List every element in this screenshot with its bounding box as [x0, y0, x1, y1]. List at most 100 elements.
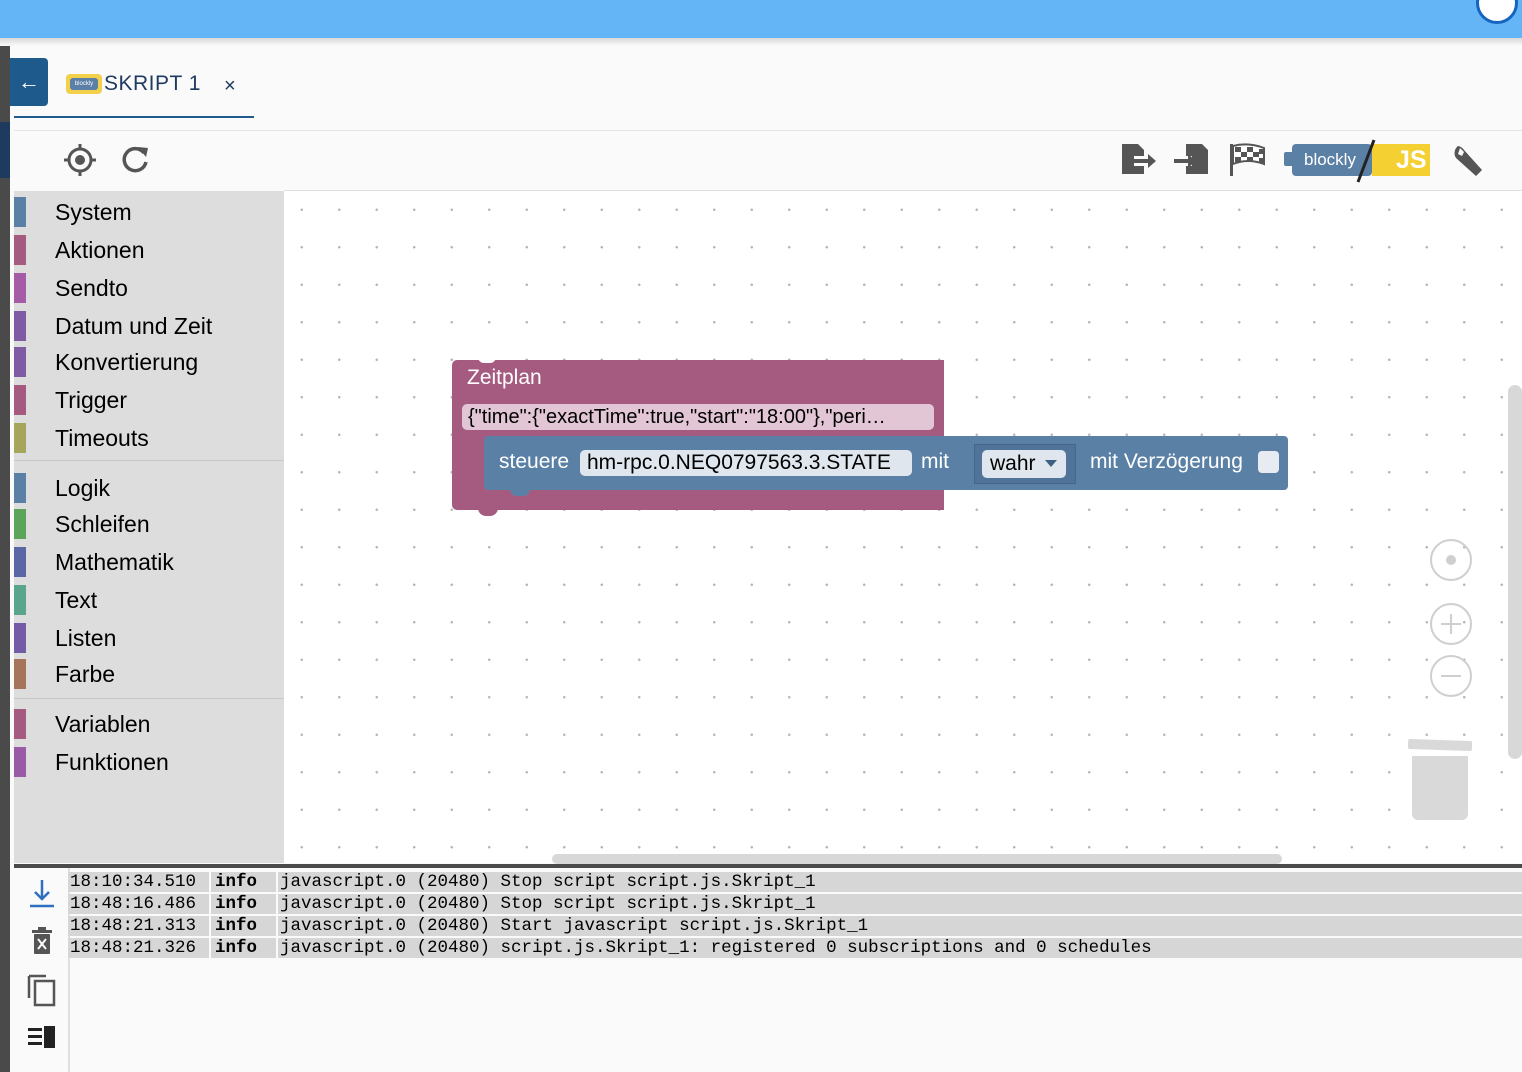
export-icon[interactable]	[1118, 140, 1158, 180]
tab-row-border	[14, 130, 1522, 131]
delay-label: mit Verzögerung	[1090, 450, 1243, 473]
arrow-left-icon: ←	[18, 69, 40, 94]
state-id-field[interactable]: hm-rpc.0.NEQ0797563.3.STATE	[580, 450, 912, 476]
blockly-toggle-bg	[1292, 144, 1372, 176]
zoom-in-vbar	[1450, 614, 1452, 634]
blockly-logo-text: blockly	[70, 78, 98, 90]
log-time: 18:10:34.510	[68, 872, 209, 892]
category-color-swatch	[14, 547, 26, 577]
category-label: Mathematik	[55, 549, 174, 575]
recenter-icon-dot	[1446, 555, 1456, 565]
delay-checkbox[interactable]	[1258, 451, 1279, 473]
palette-category-aktionen[interactable]: Aktionen	[14, 231, 284, 269]
category-label: Schleifen	[55, 511, 150, 537]
back-button[interactable]: ←	[10, 58, 48, 106]
palette-separator	[14, 460, 284, 461]
palette-category-mathematik[interactable]: Mathematik	[14, 543, 284, 581]
download-icon[interactable]	[28, 878, 56, 912]
category-color-swatch	[14, 709, 26, 739]
category-label: Trigger	[55, 387, 127, 413]
category-label: Aktionen	[55, 237, 145, 263]
wrench-icon[interactable]	[1450, 142, 1486, 178]
copy-icon[interactable]	[26, 972, 58, 1008]
import-icon[interactable]	[1172, 140, 1212, 180]
log-severity: info	[211, 938, 276, 958]
palette-category-variablen[interactable]: Variablen	[14, 705, 284, 743]
category-color-swatch	[14, 659, 26, 689]
category-label: Variablen	[55, 711, 151, 737]
category-color-swatch	[14, 473, 26, 503]
log-severity: info	[211, 894, 276, 914]
checkered-flag-icon[interactable]	[1226, 140, 1268, 180]
log-message: javascript.0 (20480) Stop script script.…	[278, 872, 1522, 892]
log-severity: info	[211, 872, 276, 892]
palette-category-funktionen[interactable]: Funktionen	[14, 743, 284, 781]
zeitplan-schedule-field[interactable]: {"time":{"exactTime":true,"start":"18:00…	[462, 404, 934, 430]
category-label: System	[55, 199, 132, 225]
blockly-toggle-tab	[1284, 152, 1294, 166]
workspace-horizontal-scrollbar[interactable]	[552, 854, 1282, 864]
zoom-in-icon[interactable]	[1430, 603, 1472, 645]
category-label: Sendto	[55, 275, 128, 301]
steuere-mit-label: mit	[921, 450, 949, 473]
zeitplan-block-bottom-tab	[478, 504, 498, 516]
category-color-swatch	[14, 623, 26, 653]
log-time: 18:48:21.313	[68, 916, 209, 936]
category-color-swatch	[14, 747, 26, 777]
top-bar-shadow	[0, 38, 1522, 46]
palette-category-datum-und-zeit[interactable]: Datum und Zeit	[14, 307, 284, 345]
blockly-workspace[interactable]	[284, 191, 1522, 863]
category-label: Farbe	[55, 661, 116, 687]
zoom-out-icon[interactable]	[1430, 655, 1472, 697]
palette-category-logik[interactable]: Logik	[14, 469, 284, 507]
palette-category-system[interactable]: System	[14, 193, 284, 231]
tab-title[interactable]: SKRIPT 1	[104, 72, 201, 95]
blockly-js-toggle[interactable]: blockly JS	[1284, 139, 1430, 183]
boolean-dropdown-value: wahr	[990, 452, 1036, 475]
tab-close-button[interactable]: ×	[224, 75, 236, 97]
dropdown-arrow-icon	[1045, 460, 1057, 467]
log-message: javascript.0 (20480) Stop script script.…	[278, 894, 1522, 914]
category-color-swatch	[14, 347, 26, 377]
category-label: Listen	[55, 625, 117, 651]
trash-icon[interactable]	[30, 926, 54, 956]
workspace-vertical-scrollbar[interactable]	[1508, 385, 1522, 759]
category-color-swatch	[14, 423, 26, 453]
app-top-bar	[0, 0, 1522, 38]
category-label: Timeouts	[55, 425, 149, 451]
block-palette	[14, 191, 284, 863]
trash-can-icon[interactable]	[1412, 756, 1468, 820]
category-color-swatch	[14, 585, 26, 615]
list-icon[interactable]	[26, 1024, 58, 1052]
palette-category-trigger[interactable]: Trigger	[14, 381, 284, 419]
blockly-toggle-label: blockly	[1304, 150, 1356, 169]
category-color-swatch	[14, 273, 26, 303]
left-edge-panel	[0, 46, 10, 1072]
steuere-block-label: steuere	[499, 450, 570, 473]
category-color-swatch	[14, 385, 26, 415]
category-label: Datum und Zeit	[55, 313, 213, 339]
log-time: 18:48:21.326	[68, 938, 209, 958]
palette-category-konvertierung[interactable]: Konvertierung	[14, 343, 284, 381]
toggle-divider-icon	[1356, 139, 1376, 183]
palette-category-sendto[interactable]: Sendto	[14, 269, 284, 307]
palette-category-text[interactable]: Text	[14, 581, 284, 619]
palette-category-schleifen[interactable]: Schleifen	[14, 505, 284, 543]
palette-category-farbe[interactable]: Farbe	[14, 655, 284, 693]
js-toggle-bg	[1372, 144, 1430, 176]
zeitplan-block-title: Zeitplan	[467, 366, 542, 389]
palette-category-listen[interactable]: Listen	[14, 619, 284, 657]
refresh-icon[interactable]	[118, 143, 152, 177]
log-panel-divider[interactable]	[14, 864, 1522, 868]
recenter-icon[interactable]	[1430, 539, 1472, 581]
palette-category-timeouts[interactable]: Timeouts	[14, 419, 284, 457]
log-message: javascript.0 (20480) Start javascript sc…	[278, 916, 1522, 936]
category-color-swatch	[14, 197, 26, 227]
category-label: Text	[55, 587, 98, 613]
target-icon[interactable]	[62, 142, 98, 178]
palette-separator	[14, 698, 284, 699]
